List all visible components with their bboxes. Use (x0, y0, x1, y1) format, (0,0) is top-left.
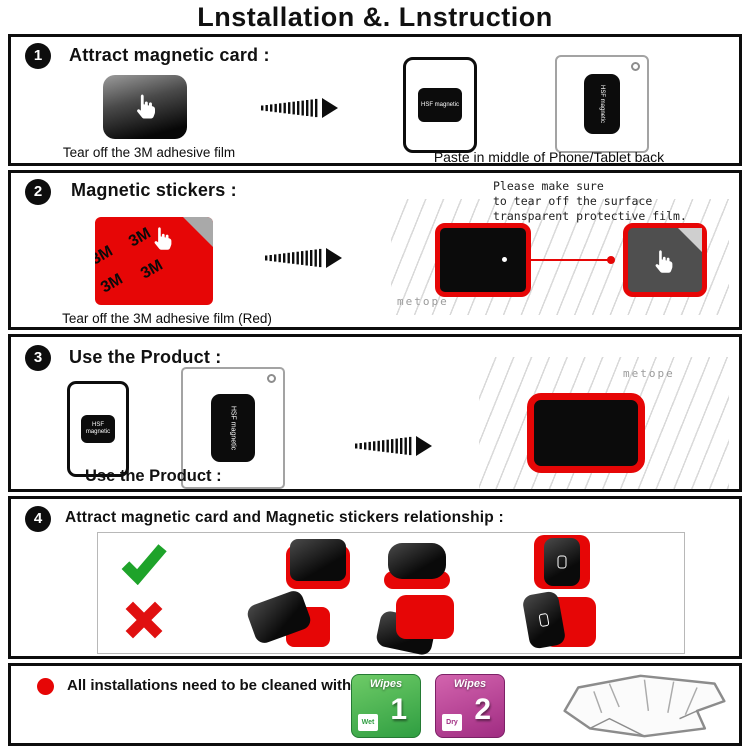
magnetic-card-illustration (103, 75, 187, 139)
checkmark-icon (120, 541, 168, 585)
phone-sticker: HSF magnetic (418, 88, 462, 122)
black-card-shape (388, 543, 446, 579)
wipes-brand: Wipes (453, 678, 487, 690)
transition-arrow-icon (351, 433, 439, 459)
mounted-sticker-on-wall (435, 223, 531, 297)
red-connector-dot (607, 256, 615, 264)
wall-label: metope (623, 367, 675, 380)
wipes-note-text: All installations need to be cleaned wit… (67, 677, 404, 694)
wet-wipes-packet: Wipes 1 Wet (351, 674, 421, 738)
step-1-section: 1 Attract magnetic card : Tear off the 3… (8, 34, 742, 166)
hang-hole (267, 374, 276, 383)
step-3-heading: Use the Product : (69, 347, 222, 367)
phone-sticker: HSF magnetic (81, 415, 115, 443)
transition-arrow-icon (261, 245, 349, 271)
cross-icon (121, 599, 167, 641)
logo-mark (538, 612, 550, 628)
click-hand-icon (129, 90, 161, 122)
step-2-number-badge: 2 (25, 179, 51, 205)
card-sticker: HSF magnetic (211, 394, 255, 462)
page-title: Lnstallation &. Lnstruction (197, 2, 553, 32)
red-connector-line (527, 259, 609, 261)
click-hand-icon (147, 223, 177, 253)
step-3-section: 3 Use the Product : HSF magnetic HSF mag… (8, 334, 742, 492)
tablet-card-illustration: HSF magnetic (555, 55, 649, 153)
correct-stack-vertical (518, 535, 602, 591)
card-sticker-label: HSF magnetic (599, 84, 605, 124)
tablet-card-illustration: HSF magnetic (181, 367, 285, 489)
sticker-film-detail (623, 223, 707, 297)
black-card-shape (544, 538, 580, 586)
step-2-section: 2 Magnetic stickers : Please make sure t… (8, 170, 742, 330)
step-4-heading: Attract magnetic card and Magnetic stick… (65, 509, 504, 526)
red-3m-sticker-illustration: 3M 3M 3M 3M (95, 217, 213, 305)
step-1-caption-left: Tear off the 3M adhesive film (62, 145, 236, 160)
step-3-number-badge: 3 (25, 345, 51, 371)
3m-logo: 3M (137, 256, 166, 283)
card-sticker-label: HSF magnetic (229, 405, 237, 451)
step-1-heading: Attract magnetic card : (69, 45, 270, 65)
wrong-stack-behind (374, 595, 460, 656)
wipes-type: Wet (358, 714, 378, 731)
wipes-type: Dry (442, 714, 462, 731)
step-3-caption: Use the Product : (85, 467, 222, 485)
card-sticker: HSF magnetic (584, 74, 620, 134)
hang-hole (631, 62, 640, 71)
logo-mark (557, 555, 567, 569)
wall-label: metope (397, 295, 449, 308)
step-4-number-badge: 4 (25, 506, 51, 532)
3m-logo: 3M (95, 242, 116, 269)
3m-logo: 3M (97, 270, 126, 297)
mounted-sticker-on-wall (527, 393, 645, 473)
wipes-note-section: All installations need to be cleaned wit… (8, 663, 742, 746)
wipes-number: 1 (390, 693, 407, 726)
phone-illustration: HSF magnetic (67, 381, 129, 477)
relationship-panel (97, 532, 685, 656)
pointer-dot (502, 257, 508, 263)
red-dot-bullet (37, 678, 54, 695)
click-hand-icon (648, 246, 678, 276)
wipes-brand: Wipes (369, 678, 403, 690)
correct-stack-angle (374, 539, 458, 595)
wipes-number: 2 (474, 693, 491, 726)
step-2-heading: Magnetic stickers : (71, 180, 237, 200)
black-card-shape (290, 539, 346, 581)
step-2-caption: Tear off the 3M adhesive film (Red) (62, 311, 272, 326)
transition-arrow-icon (257, 95, 345, 121)
red-sticker-shape (396, 595, 454, 639)
step-1-number-badge: 1 (25, 43, 51, 69)
phone-illustration: HSF magnetic (403, 57, 477, 153)
phone-sticker-label: HSF magnetic (85, 422, 111, 435)
step-1-caption-right: Paste in middle of Phone/Tablet back (433, 149, 665, 165)
step-4-section: 4 Attract magnetic card and Magnetic sti… (8, 496, 742, 659)
peel-corner (183, 217, 213, 247)
peel-corner (678, 228, 702, 252)
correct-stack-front (276, 537, 360, 593)
protective-film-note: Please make sure to tear off the surface… (493, 179, 687, 223)
cleaning-cloth-icon (563, 674, 726, 738)
wrong-stack-offset (518, 590, 602, 650)
phone-sticker-label: HSF magnetic (420, 101, 459, 108)
dry-wipes-packet: Wipes 2 Dry (435, 674, 505, 738)
wrong-stack-tilted (244, 588, 334, 651)
